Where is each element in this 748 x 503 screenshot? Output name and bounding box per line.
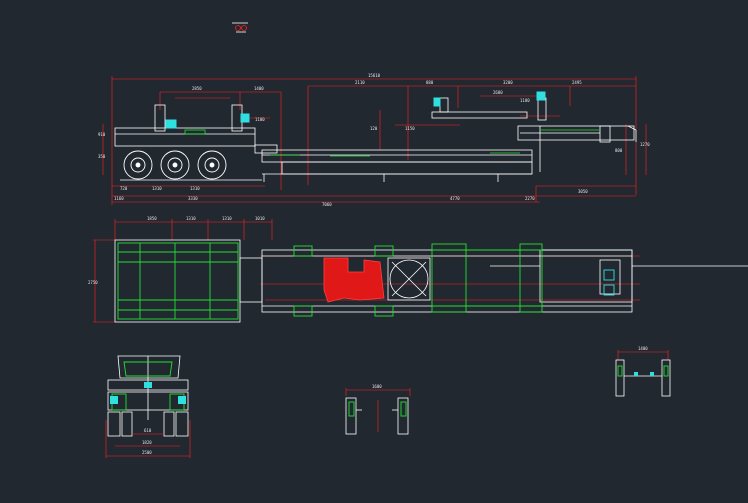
dim-top-e: 3200 <box>503 80 513 85</box>
plan-green-structure <box>117 242 615 320</box>
side-dimension-texts: 15610 2850 1400 2110 880 3200 2495 910 3… <box>98 73 650 207</box>
plan-dimension-texts: 1850 1310 1310 1010 2750 <box>88 216 265 285</box>
section-b-accents <box>634 372 654 376</box>
section-b-dimension-lines <box>617 350 669 360</box>
plan-dim-a: 1850 <box>147 216 157 221</box>
section-view-b: 1400 <box>615 346 671 397</box>
section-a-dim: 1600 <box>372 384 382 389</box>
dim-right-h1: 1270 <box>640 142 650 147</box>
section-b-dim: 1400 <box>638 346 648 351</box>
front-dimension-lines <box>105 420 191 458</box>
dim-mid-e: 1100 <box>255 117 265 122</box>
front-view: 610 1820 2500 <box>105 355 191 458</box>
dim-mid-a: 2680 <box>493 90 503 95</box>
dim-base-d: 4770 <box>450 196 460 201</box>
dim-mid-d: 120 <box>370 126 378 131</box>
side-chassis <box>114 97 637 182</box>
dim-top-b: 1400 <box>254 86 264 91</box>
plan-dim-d: 1010 <box>255 216 265 221</box>
plan-red-fill <box>323 257 385 303</box>
dim-overall: 15610 <box>368 73 381 78</box>
dim-base-c: 7060 <box>322 202 332 207</box>
dim-bot-d: 3050 <box>578 189 588 194</box>
plan-dim-left-h: 2750 <box>88 280 98 285</box>
section-a-outline <box>345 397 409 435</box>
dim-top-a: 2850 <box>192 86 202 91</box>
side-view: 15610 2850 1400 2110 880 3200 2495 910 3… <box>98 73 650 207</box>
dim-right-h2: 800 <box>615 148 623 153</box>
front-dim-a: 610 <box>144 428 152 433</box>
dim-top-d: 880 <box>426 80 434 85</box>
dim-base-b: 3330 <box>188 196 198 201</box>
side-wheels <box>123 150 227 180</box>
side-dimension-lines <box>102 76 647 205</box>
section-a-dimension-lines <box>345 388 411 432</box>
dim-left-h2: 350 <box>98 154 106 159</box>
side-green-details <box>184 129 600 157</box>
dim-top-c: 2110 <box>355 80 365 85</box>
plan-turntable <box>387 257 431 301</box>
dim-bot-c: 1310 <box>190 186 200 191</box>
front-dim-c: 2500 <box>142 450 152 455</box>
front-dimension-texts: 610 1820 2500 <box>142 428 152 455</box>
plan-dim-c: 1310 <box>222 216 232 221</box>
dim-bot-a: 720 <box>120 186 128 191</box>
plan-dim-b: 1310 <box>186 216 196 221</box>
dim-base-e: 2270 <box>525 196 535 201</box>
section-b-green <box>617 365 669 377</box>
front-wheels <box>107 411 189 437</box>
dim-base-a: 1160 <box>114 196 124 201</box>
dim-left-h1: 910 <box>98 132 106 137</box>
section-b-outline <box>615 359 671 397</box>
dim-mid-b: 1180 <box>520 98 530 103</box>
front-dim-b: 1820 <box>142 440 152 445</box>
side-accents <box>165 91 546 129</box>
dim-mid-c: 1150 <box>405 126 415 131</box>
section-view-a: 1600 <box>345 384 411 435</box>
front-accents <box>110 382 186 404</box>
title-symbol <box>232 22 248 33</box>
dim-bot-b: 1310 <box>152 186 162 191</box>
dim-top-f: 2495 <box>572 80 582 85</box>
section-a-green <box>348 401 407 417</box>
plan-view: 1850 1310 1310 1010 2750 <box>88 216 748 323</box>
